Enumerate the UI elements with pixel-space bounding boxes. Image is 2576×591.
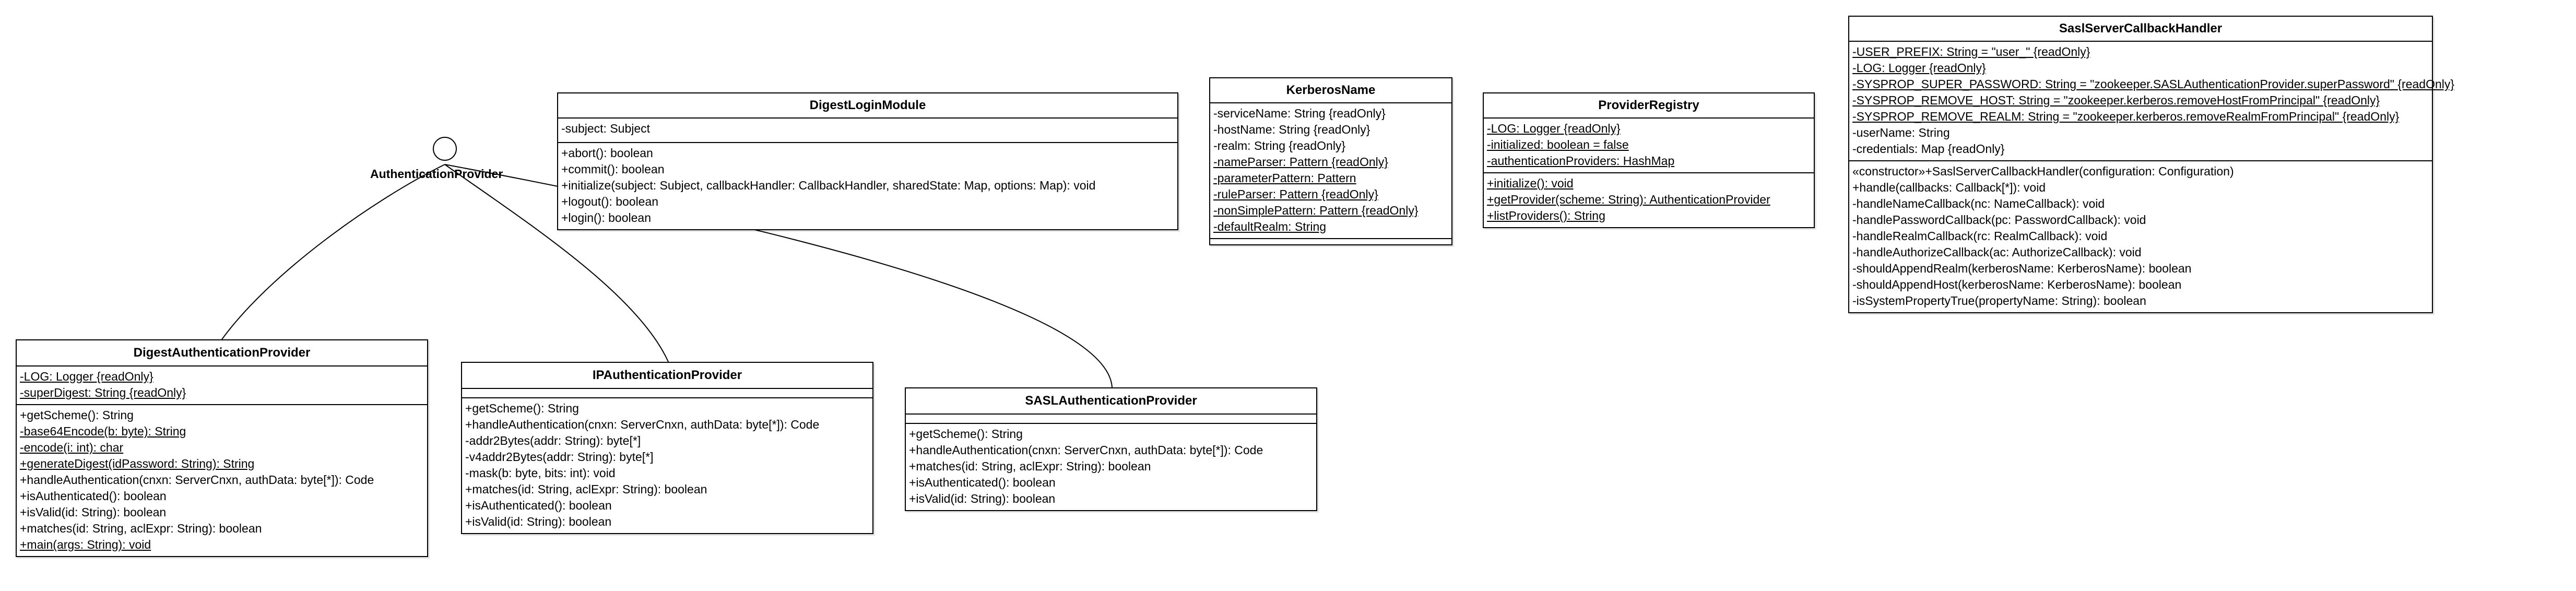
operation-row: -mask(b: byte, bits: int): void: [465, 466, 616, 480]
realization-link-digest: [221, 164, 445, 340]
operation-row: +isValid(id: String): boolean: [465, 515, 612, 528]
attribute-row: -hostName: String {readOnly}: [1213, 123, 1370, 136]
attributes-section: [462, 389, 872, 398]
attribute-row: -SYSPROP_SUPER_PASSWORD: String = "zooke…: [1852, 77, 2455, 91]
operation-row: +isValid(id: String): boolean: [20, 505, 167, 519]
attributes-section: [906, 415, 1316, 424]
operation-row: -handleNameCallback(nc: NameCallback): v…: [1852, 197, 2105, 210]
class-digest-login-module[interactable]: DigestLoginModule -subject: Subject +abo…: [557, 92, 1178, 230]
operation-row: +generateDigest(idPassword: String): Str…: [20, 457, 255, 470]
operation-row: «constructor»+SaslServerCallbackHandler(…: [1852, 164, 2234, 178]
attribute-row: -SYSPROP_REMOVE_REALM: String = "zookeep…: [1852, 110, 2400, 123]
operations-section: [1210, 239, 1451, 244]
class-digest-authentication-provider[interactable]: DigestAuthenticationProvider -LOG: Logge…: [16, 339, 428, 557]
class-name: SASLAuthenticationProvider: [906, 388, 1316, 415]
operation-row: +matches(id: String, aclExpr: String): b…: [465, 482, 707, 496]
attribute-row: -LOG: Logger {readOnly}: [1487, 122, 1621, 135]
realization-link-ip: [444, 164, 669, 362]
operations-section: +getScheme(): String +handleAuthenticatio…: [906, 424, 1316, 510]
operation-row: +isAuthenticated(): boolean: [20, 489, 167, 503]
operation-row: -encode(i: int): char: [20, 441, 124, 454]
attribute-row: -initialized: boolean = false: [1487, 138, 1629, 151]
operation-row: -shouldAppendHost(kerberosName: Kerberos…: [1852, 278, 2182, 291]
operation-row: -handleRealmCallback(rc: RealmCallback):…: [1852, 229, 2108, 243]
operation-row: -base64Encode(b: byte): String: [20, 424, 186, 438]
operation-row: +handle(callbacks: Callback[*]): void: [1852, 181, 2046, 194]
attributes-section: -USER_PREFIX: String = "user_" {readOnly…: [1849, 42, 2455, 161]
operation-row: +getScheme(): String: [465, 401, 579, 415]
class-name: ProviderRegistry: [1484, 93, 1814, 119]
operation-row: -handleAuthorizeCallback(ac: AuthorizeCa…: [1852, 245, 2142, 259]
class-kerberos-name[interactable]: KerberosName -serviceName: String {readO…: [1209, 77, 1452, 245]
operation-row: +getScheme(): String: [20, 408, 134, 422]
operation-row: +initialize(): void: [1487, 176, 1574, 190]
operation-row: +handleAuthentication(cnxn: ServerCnxn, …: [909, 443, 1263, 457]
class-name: IPAuthenticationProvider: [462, 363, 872, 389]
attribute-row: -ruleParser: Pattern {readOnly}: [1213, 187, 1378, 201]
class-name: KerberosName: [1210, 78, 1451, 103]
operation-row: +getScheme(): String: [909, 427, 1023, 441]
operation-row: +getProvider(scheme: String): Authentica…: [1487, 193, 1770, 206]
attribute-row: -parameterPattern: Pattern: [1213, 171, 1356, 185]
attribute-row: -authenticationProviders: HashMap: [1487, 154, 1675, 168]
attribute-row: -credentials: Map {readOnly}: [1852, 142, 2005, 156]
attribute-row: -defaultRealm: String: [1213, 220, 1327, 233]
operations-section: +initialize(): void +getProvider(scheme: …: [1484, 173, 1814, 227]
operations-section: +getScheme(): String +handleAuthenticatio…: [462, 398, 872, 533]
class-name: SaslServerCallbackHandler: [1849, 17, 2432, 42]
attributes-section: -subject: Subject: [558, 119, 1177, 143]
interface-authentication-provider-label: AuthenticationProvider: [370, 167, 503, 181]
class-sasl-authentication-provider[interactable]: SASLAuthenticationProvider +getScheme():…: [905, 387, 1317, 511]
class-provider-registry[interactable]: ProviderRegistry -LOG: Logger {readOnly}…: [1483, 92, 1815, 228]
attribute-row: -USER_PREFIX: String = "user_" {readOnly…: [1852, 45, 2090, 58]
operation-row: -isSystemPropertyTrue(propertyName: Stri…: [1852, 294, 2146, 308]
operation-row: +login(): boolean: [561, 211, 651, 224]
operations-section: «constructor»+SaslServerCallbackHandler(…: [1849, 161, 2432, 312]
attribute-row: -LOG: Logger {readOnly}: [20, 370, 153, 383]
operations-section: +getScheme(): String -base64Encode(b: byt…: [17, 405, 427, 556]
operation-row: +matches(id: String, aclExpr: String): b…: [20, 522, 262, 535]
attribute-row: -subject: Subject: [561, 122, 651, 135]
attribute-row: -nameParser: Pattern {readOnly}: [1213, 155, 1388, 169]
attributes-section: -LOG: Logger {readOnly} -initialized: boo…: [1484, 119, 1814, 173]
attribute-row: -userName: String: [1852, 126, 1950, 139]
operation-row: +commit(): boolean: [561, 162, 665, 176]
operation-row: +isAuthenticated(): boolean: [465, 499, 612, 512]
operation-row: +isAuthenticated(): boolean: [909, 476, 1056, 489]
operation-row: +initialize(subject: Subject, callbackHa…: [561, 179, 1096, 192]
operation-row: -v4addr2Bytes(addr: String): byte[*]: [465, 450, 654, 464]
attribute-row: -superDigest: String {readOnly}: [20, 386, 186, 399]
attribute-row: -realm: String {readOnly}: [1213, 139, 1346, 152]
operations-section: +abort(): boolean +commit(): boolean +init…: [558, 143, 1177, 229]
operation-row: +main(args: String): void: [20, 538, 151, 551]
operation-row: -shouldAppendRealm(kerberosName: Kerbero…: [1852, 262, 2192, 275]
operation-row: +handleAuthentication(cnxn: ServerCnxn, …: [465, 418, 820, 431]
operation-row: +listProviders(): String: [1487, 209, 1605, 222]
class-sasl-server-callback-handler[interactable]: SaslServerCallbackHandler -USER_PREFIX: …: [1848, 16, 2455, 313]
operation-row: +logout(): boolean: [561, 195, 659, 208]
class-name: DigestAuthenticationProvider: [17, 340, 427, 367]
operation-row: +handleAuthentication(cnxn: ServerCnxn, …: [20, 473, 374, 487]
attribute-row: -serviceName: String {readOnly}: [1213, 107, 1386, 120]
operation-row: +isValid(id: String): boolean: [909, 492, 1056, 505]
class-name: DigestLoginModule: [558, 93, 1177, 119]
class-ip-authentication-provider[interactable]: IPAuthenticationProvider +getScheme(): S…: [461, 362, 873, 534]
attributes-section: -LOG: Logger {readOnly} -superDigest: Str…: [17, 367, 427, 405]
attribute-row: -nonSimplePattern: Pattern {readOnly}: [1213, 204, 1419, 217]
interface-lollipop-icon[interactable]: [433, 137, 457, 161]
attributes-section: -serviceName: String {readOnly} -hostName…: [1210, 103, 1451, 239]
operation-row: -addr2Bytes(addr: String): byte[*]: [465, 434, 641, 447]
attribute-row: -LOG: Logger {readOnly}: [1852, 61, 1986, 75]
operation-row: +matches(id: String, aclExpr: String): b…: [909, 459, 1151, 473]
realization-link-sasl: [444, 164, 1113, 388]
operation-row: -handlePasswordCallback(pc: PasswordCall…: [1852, 213, 2146, 227]
attribute-row: -SYSPROP_REMOVE_HOST: String = "zookeepe…: [1852, 93, 2380, 107]
operation-row: +abort(): boolean: [561, 146, 653, 160]
